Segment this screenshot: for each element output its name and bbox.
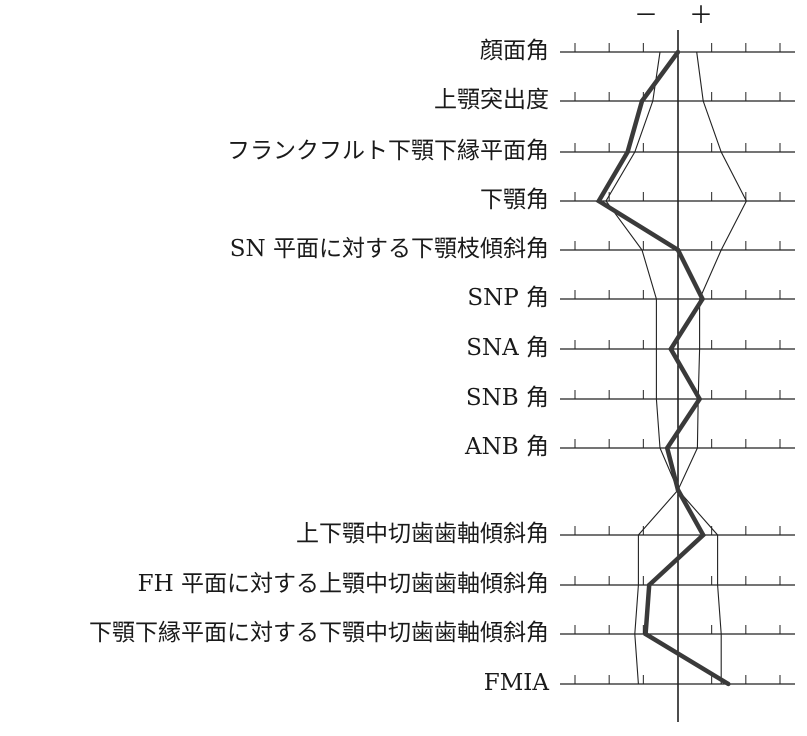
row-label: 上顎突出度	[434, 87, 549, 114]
patient-point	[675, 487, 681, 493]
patient-point	[625, 149, 630, 155]
patient-point	[596, 198, 601, 204]
minus-sign: －	[634, 1, 658, 29]
patient-point	[647, 582, 652, 588]
plus-sign: ＋	[689, 1, 713, 29]
row-label: 下顎角	[480, 187, 549, 214]
row-label: FH 平面に対する上顎中切歯歯軸傾斜角	[137, 571, 549, 598]
row-label: SNA 角	[466, 335, 549, 362]
row-label: 下顎下縁平面に対する下顎中切歯歯軸傾斜角	[89, 620, 549, 647]
row-label: フランクフルト下顎下縁平面角	[227, 138, 549, 165]
patient-point	[675, 49, 681, 55]
patient-point	[639, 98, 645, 104]
row-label: SNP 角	[467, 285, 549, 312]
row-label: SNB 角	[465, 385, 549, 412]
patient-profile-line	[595, 50, 730, 686]
patient-point	[697, 396, 702, 402]
patient-point	[675, 247, 681, 253]
patient-point	[701, 532, 706, 538]
patient-point	[665, 445, 670, 451]
range-upper-line	[677, 51, 748, 684]
row-label: ANB 角	[465, 434, 549, 461]
patient-point	[643, 631, 648, 637]
row-label: SN 平面に対する下顎枝傾斜角	[229, 236, 549, 263]
row-label: 上下顎中切歯歯軸傾斜角	[296, 521, 549, 548]
patient-point	[726, 681, 731, 687]
patient-point	[700, 296, 705, 302]
patient-point	[668, 346, 673, 352]
row-label: 顔面角	[480, 38, 549, 65]
row-label: FMIA	[483, 670, 549, 697]
range-lower-line	[605, 51, 679, 685]
